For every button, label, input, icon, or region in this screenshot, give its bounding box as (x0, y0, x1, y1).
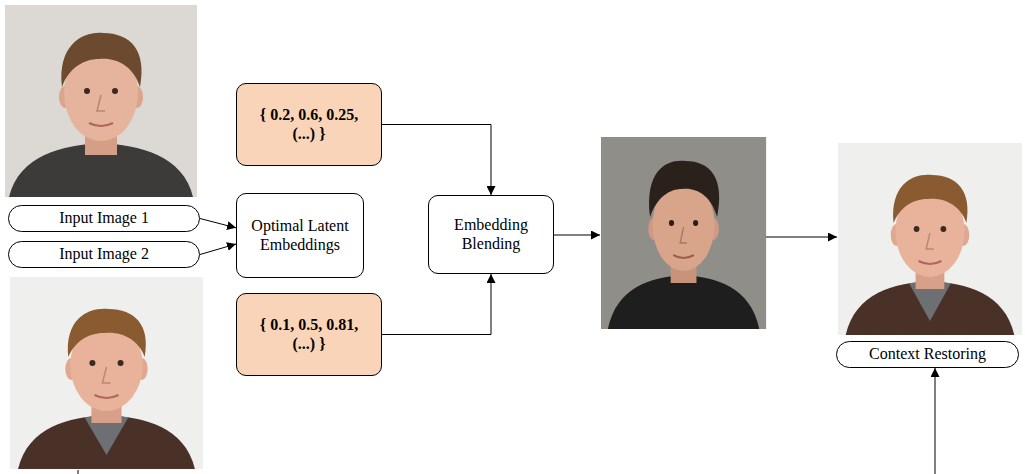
face-photo (10, 277, 203, 469)
connector-arrow (200, 244, 236, 255)
node-label: Embedding Blending (437, 216, 545, 253)
flow-arrow (935, 368, 936, 474)
input-pill: Input Image 1 (8, 205, 200, 232)
flow-arrow (552, 235, 600, 236)
process-box: Optimal Latent Embeddings (236, 193, 364, 278)
connector-arrow (382, 274, 491, 335)
face-photo (5, 5, 197, 197)
input-pill: Input Image 2 (8, 241, 200, 268)
shirt (608, 275, 759, 329)
mouth (94, 395, 118, 398)
mouth (673, 255, 694, 258)
eye (941, 226, 947, 232)
hair (649, 161, 719, 217)
eye (118, 360, 124, 366)
hair (68, 309, 146, 357)
photo-background (601, 137, 766, 329)
eye (112, 88, 118, 94)
mouth (89, 123, 113, 126)
eye (669, 220, 674, 226)
eye (89, 360, 95, 366)
node-label: Input Image 2 (59, 245, 149, 263)
output-pill: Context Restoring (836, 341, 1019, 368)
photo-background (10, 277, 203, 469)
nose (926, 233, 934, 249)
hair (893, 175, 967, 223)
eye (693, 220, 698, 226)
hair (61, 33, 141, 87)
photo-background (5, 5, 197, 197)
node-label: { 0.1, 0.5, 0.81, (...) } (247, 316, 371, 353)
mouth (918, 261, 941, 264)
eye (914, 226, 920, 232)
connector-arrow (200, 219, 236, 228)
node-label: Input Image 1 (59, 209, 149, 227)
nose (680, 227, 687, 243)
vector-box: { 0.2, 0.6, 0.25, (...) } (236, 83, 382, 166)
nose (97, 95, 105, 111)
face-photo (838, 143, 1022, 335)
node-label: Context Restoring (869, 345, 986, 363)
nose (102, 367, 110, 383)
process-box: Embedding Blending (428, 195, 554, 274)
vector-box: { 0.1, 0.5, 0.81, (...) } (236, 293, 382, 376)
flow-line (78, 470, 79, 474)
photo-background (838, 143, 1022, 335)
eye (84, 88, 90, 94)
connector-arrow (382, 125, 491, 196)
flow-arrow (766, 237, 837, 238)
face-photo (601, 137, 766, 329)
sweater (846, 281, 1015, 335)
sweater (18, 415, 195, 469)
node-label: { 0.2, 0.6, 0.25, (...) } (247, 106, 371, 143)
node-label: Optimal Latent Embeddings (245, 217, 355, 254)
